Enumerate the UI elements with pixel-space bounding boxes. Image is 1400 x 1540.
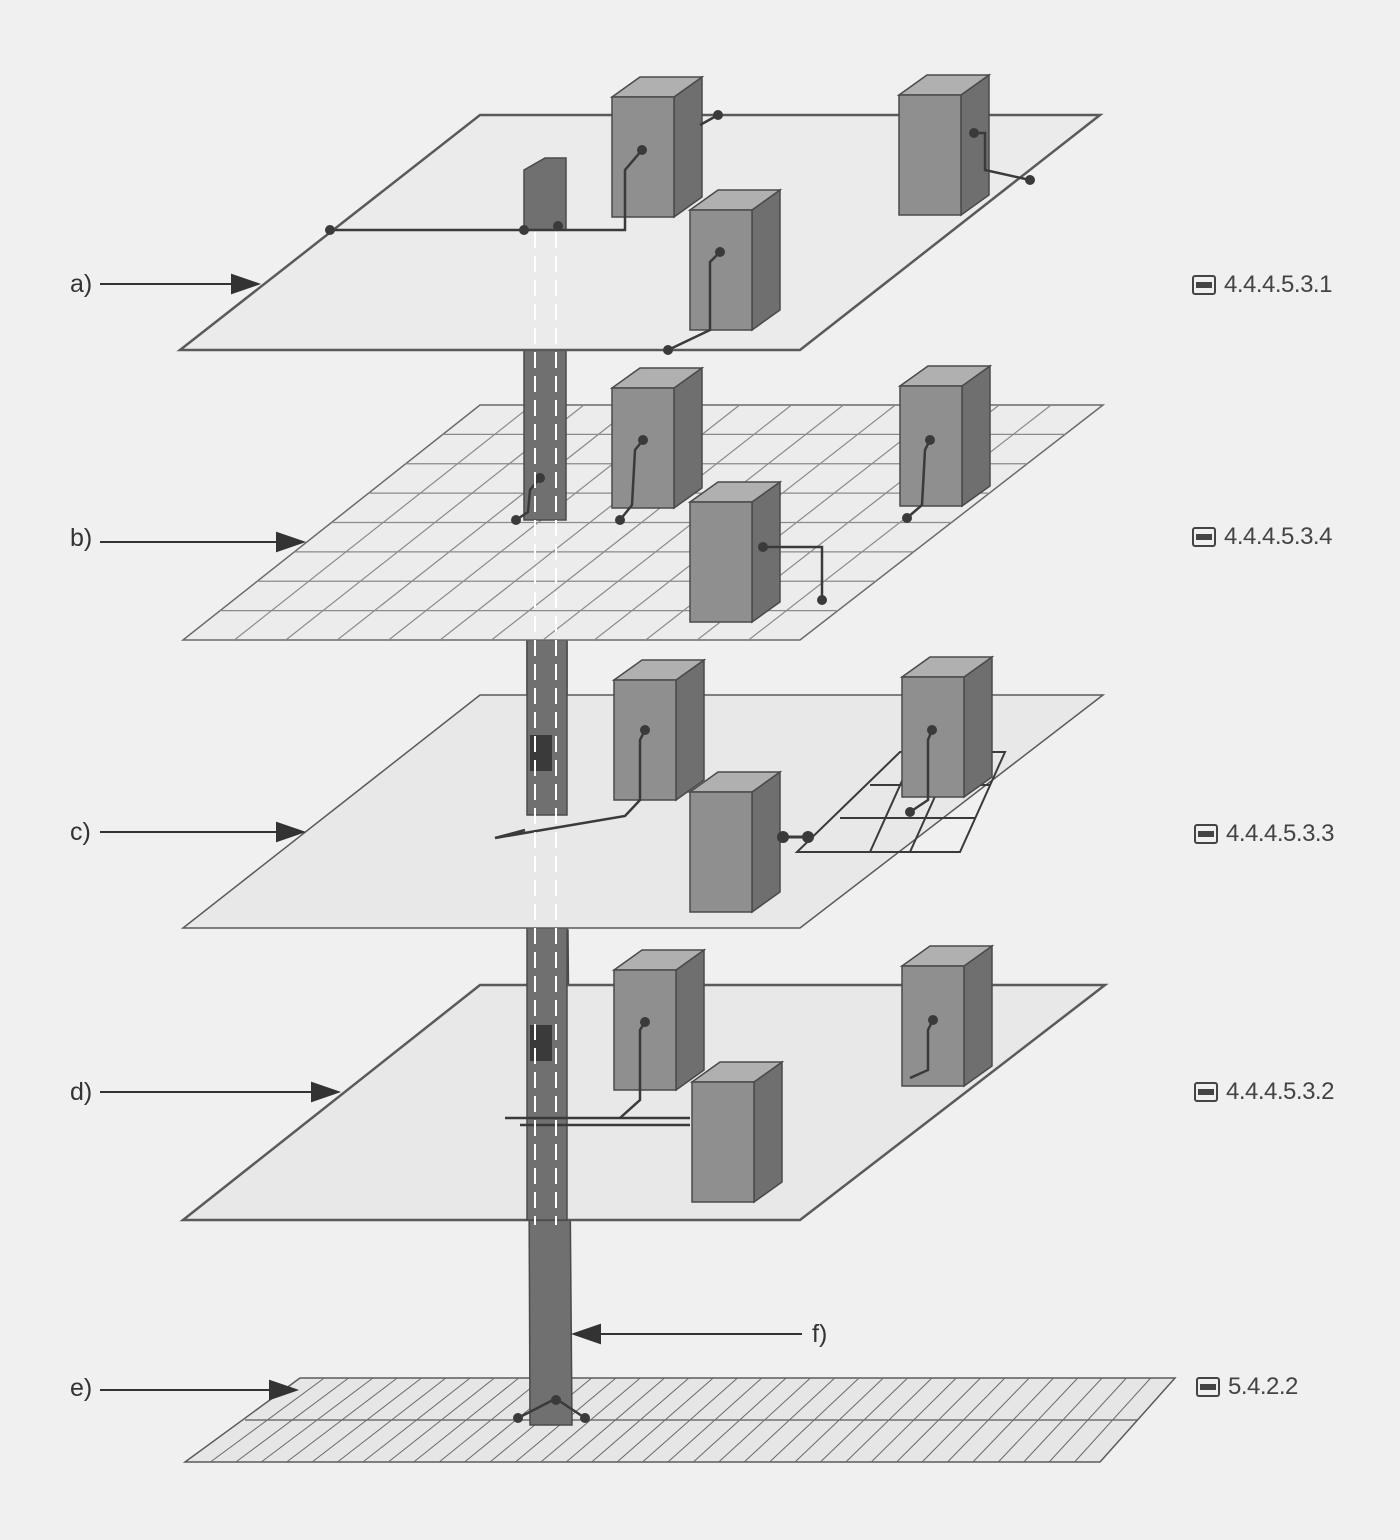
level-e-foundation-grid bbox=[182, 1377, 1177, 1463]
reference-c: 4.4.4.5.3.3 bbox=[1194, 820, 1334, 848]
label-a: a) bbox=[70, 270, 93, 298]
reference-b-text: 4.4.4.5.3.4 bbox=[1224, 523, 1332, 550]
level-a-floor bbox=[176, 74, 1104, 355]
reference-a: 4.4.4.5.3.1 bbox=[1192, 271, 1332, 299]
reference-c-text: 4.4.4.5.3.3 bbox=[1226, 820, 1334, 847]
label-f: f) bbox=[812, 1320, 828, 1348]
reference-e-text: 5.4.2.2 bbox=[1228, 1373, 1298, 1400]
vertical-dashed-conductors bbox=[534, 232, 557, 1225]
nin-badge-icon bbox=[1192, 275, 1216, 295]
label-b: b) bbox=[70, 524, 93, 552]
label-arrows bbox=[100, 273, 802, 1401]
reference-a-text: 4.4.4.5.3.1 bbox=[1224, 271, 1332, 298]
reference-d: 4.4.4.5.3.2 bbox=[1194, 1078, 1334, 1106]
nin-badge-icon bbox=[1194, 1082, 1218, 1102]
reference-e: 5.4.2.2 bbox=[1196, 1373, 1298, 1401]
nin-badge-icon bbox=[1196, 1377, 1220, 1397]
label-e: e) bbox=[70, 1374, 93, 1402]
nin-badge-icon bbox=[1194, 824, 1218, 844]
label-c: c) bbox=[70, 818, 91, 846]
nin-badge-icon bbox=[1192, 527, 1216, 547]
label-d: d) bbox=[70, 1078, 93, 1106]
reference-b: 4.4.4.5.3.4 bbox=[1192, 523, 1332, 551]
level-c-floor bbox=[180, 639, 1106, 929]
reference-d-text: 4.4.4.5.3.2 bbox=[1226, 1078, 1334, 1105]
level-b-floor bbox=[180, 344, 1106, 641]
